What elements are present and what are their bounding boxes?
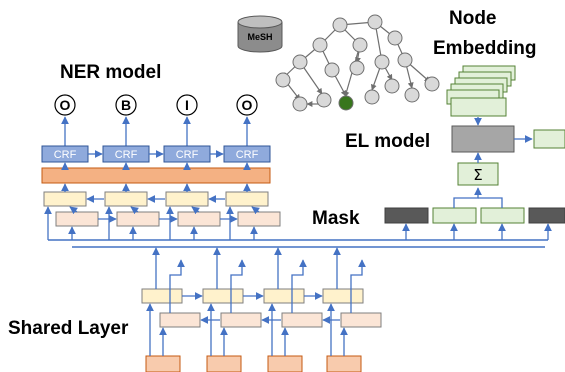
svg-text:O: O	[242, 97, 253, 113]
mesh-database-icon: MeSH	[237, 15, 283, 53]
crf-layer: CRF CRF CRF CRF	[41, 145, 271, 163]
ner-forward-lstm	[43, 191, 269, 207]
shared-input-tokens	[145, 355, 362, 372]
mask-row	[384, 207, 565, 224]
bio-tags: O B I O	[54, 94, 258, 116]
ner-model-label: NER model	[60, 62, 161, 83]
mask-box-entity	[480, 207, 525, 224]
svg-text:CRF: CRF	[176, 149, 199, 161]
mask-box-dark	[384, 207, 429, 224]
bio-tag: I	[176, 94, 198, 116]
ner-backward-lstm	[55, 211, 281, 227]
svg-text:I: I	[185, 97, 189, 113]
mask-arrows	[402, 187, 552, 240]
graph-nodes	[275, 14, 440, 112]
shared-layer-arrows	[146, 247, 366, 356]
svg-text:CRF: CRF	[54, 149, 77, 161]
crf-box: CRF	[223, 145, 271, 163]
node-embedding-label-1: Node	[449, 8, 497, 29]
crf-box: CRF	[163, 145, 211, 163]
node-embedding-stack	[446, 65, 516, 117]
mask-box-entity	[432, 207, 477, 224]
sigma-symbol: Σ	[473, 166, 482, 184]
svg-text:B: B	[121, 97, 131, 113]
shared-layer-label: Shared Layer	[8, 318, 129, 339]
mesh-label: MeSH	[247, 32, 272, 42]
svg-text:CRF: CRF	[115, 149, 138, 161]
el-model-label: EL model	[345, 131, 430, 152]
bio-tag: O	[54, 94, 76, 116]
bar-to-crf-arrows	[61, 162, 251, 171]
sum-box: Σ	[457, 162, 499, 186]
crf-box: CRF	[102, 145, 150, 163]
bio-tag: B	[115, 94, 137, 116]
shared-backward-lstm	[159, 312, 382, 328]
crf-to-tag-arrows	[61, 116, 251, 146]
crf-box: CRF	[41, 145, 89, 163]
shared-output-bus	[48, 239, 548, 248]
bio-tag: O	[236, 94, 258, 116]
el-output-box	[533, 129, 565, 149]
el-model-box	[451, 125, 515, 153]
ner-hidden-bar	[41, 167, 271, 184]
svg-text:O: O	[60, 97, 71, 113]
graph-highlight-node	[338, 95, 354, 111]
mask-box-dark	[528, 207, 565, 224]
node-embedding-label-2: Embedding	[433, 38, 536, 59]
shared-forward-lstm	[141, 288, 364, 304]
mask-label: Mask	[312, 208, 360, 229]
ner-lstm-arrows	[44, 183, 260, 240]
svg-text:CRF: CRF	[236, 149, 259, 161]
